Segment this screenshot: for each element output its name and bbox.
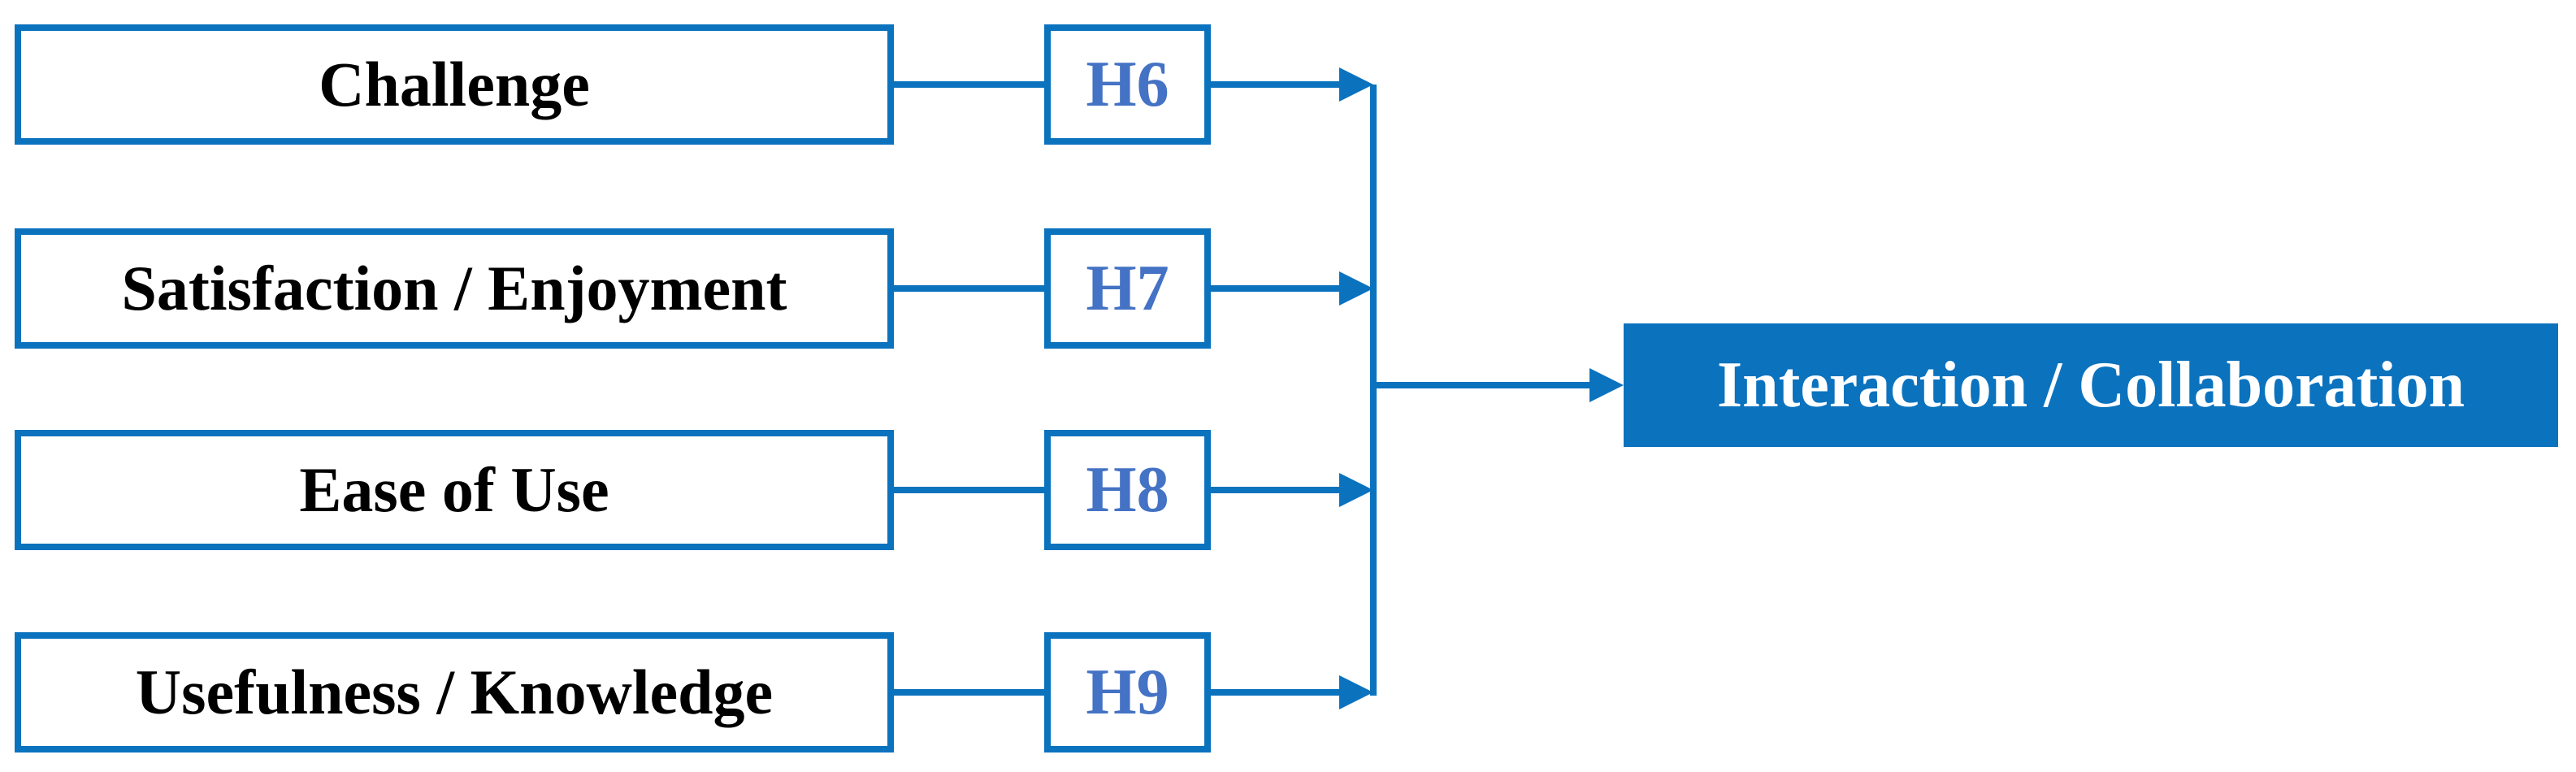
hypothesis-label: H8 — [1086, 453, 1169, 526]
connector-bus-to-outcome — [1373, 368, 1624, 402]
hypothesis-box-h7: H7 — [1044, 228, 1211, 349]
outcome-box-interaction-collaboration: Interaction / Collaboration — [1624, 323, 2558, 447]
predictor-box-ease-of-use: Ease of Use — [15, 430, 894, 550]
arrowhead-right-icon — [1339, 675, 1373, 709]
hypothesis-box-h9: H9 — [1044, 632, 1211, 752]
predictor-label: Ease of Use — [299, 454, 609, 525]
predictor-box-satisfaction-enjoyment: Satisfaction / Enjoyment — [15, 228, 894, 349]
arrowhead-right-icon — [1589, 368, 1624, 402]
hypothesis-box-h8: H8 — [1044, 430, 1211, 550]
hypothesis-label: H9 — [1086, 656, 1169, 728]
predictor-box-challenge: Challenge — [15, 24, 894, 145]
connector-row-1 — [894, 67, 1373, 102]
connector-row-2 — [894, 271, 1373, 306]
predictor-box-usefulness-knowledge: Usefulness / Knowledge — [15, 632, 894, 752]
hypothesis-label: H6 — [1086, 48, 1169, 120]
predictor-label: Satisfaction / Enjoyment — [121, 253, 787, 323]
outcome-label: Interaction / Collaboration — [1717, 349, 2465, 421]
connector-row-3 — [894, 473, 1373, 507]
hypothesis-box-h6: H6 — [1044, 24, 1211, 145]
predictor-label: Challenge — [319, 49, 590, 119]
arrowhead-right-icon — [1339, 271, 1373, 306]
predictor-label: Usefulness / Knowledge — [135, 657, 774, 727]
arrowhead-right-icon — [1339, 67, 1373, 102]
hypothesis-label: H7 — [1086, 252, 1169, 324]
arrowhead-right-icon — [1339, 473, 1373, 507]
connector-row-4 — [894, 675, 1373, 709]
